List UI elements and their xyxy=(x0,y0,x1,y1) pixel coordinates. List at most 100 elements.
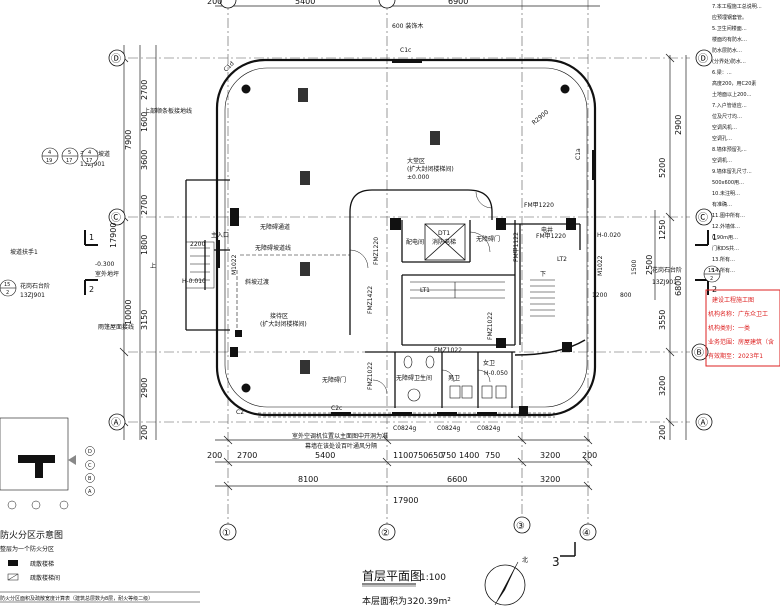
dt1-label: DT1 xyxy=(438,230,450,237)
fire-calc-table: 防火分区面积及疏散宽度计算表（建筑总层数为8层，耐火等级二级） xyxy=(0,595,153,602)
fm-d: FMZ1422 xyxy=(367,286,374,314)
fire-bubble-c: C xyxy=(88,463,92,469)
fire-bubble-a: A xyxy=(88,489,92,495)
fire-zone-subtitle: 整层为一个防火分区 xyxy=(0,545,54,553)
axis-bubbles xyxy=(108,0,713,541)
label-c2c: C2c xyxy=(331,405,342,412)
lt2-label: LT2 xyxy=(557,256,567,263)
left-dim-2: 3600 xyxy=(140,150,149,170)
fm-f: FMZ1022 xyxy=(487,312,494,340)
stamp-line-2: 机构名称：广东众卫工 xyxy=(708,310,768,318)
stamp-line-1: 建设工程施工图 xyxy=(712,296,754,304)
stamp-line-4: 业务范围：房屋建筑（含 xyxy=(708,338,774,346)
plan-title: 首层平面图 xyxy=(362,569,422,583)
top-dim-1: 200 xyxy=(207,0,222,6)
right-dim-1: 5200 xyxy=(658,158,667,178)
bubble-d-top: 15 xyxy=(4,282,10,288)
left-canopy-note: 雨篷屋面接线 xyxy=(98,323,134,331)
bottom-dim-k: 200 xyxy=(582,451,597,460)
right-dim-1500: 1500 xyxy=(631,260,638,275)
door-swings xyxy=(349,191,493,395)
lt1-label: LT1 xyxy=(420,287,430,294)
right-dim-6: 3550 xyxy=(658,310,667,330)
left-dim-4: 2700 xyxy=(140,195,149,215)
north-label: 北 xyxy=(522,556,528,564)
left-13j-1: 13ZJ901 xyxy=(80,161,105,168)
hall-left-ramp-line: 无障碍坡道线 xyxy=(255,244,291,252)
fire-zone-diagram xyxy=(0,417,200,603)
note-line: 防水层防水… xyxy=(712,47,742,54)
note-line: 土地面以上200… xyxy=(712,91,752,98)
exterior-openings xyxy=(217,60,595,415)
right-dim-7: 3200 xyxy=(658,376,667,396)
section-1-right: 1 xyxy=(712,233,717,242)
axis-label-row-d-right: Ⓓ xyxy=(698,53,708,65)
left-dim-11: 200 xyxy=(140,425,149,440)
bottom-dim-h: 1400 xyxy=(459,451,479,460)
toilet-a: 无障碍卫生间 xyxy=(396,374,432,382)
left-upper-note: 上部顺条板接地线 xyxy=(144,107,192,115)
bubble-b-bottom: 17 xyxy=(66,158,72,164)
axis-label-row-c: Ⓒ xyxy=(111,212,121,224)
bubble-a-bottom: 19 xyxy=(46,158,52,164)
note-line: 13.所有… xyxy=(712,256,735,263)
north-arrow-icon xyxy=(484,561,526,606)
note-line: 门和DS共… xyxy=(712,245,739,252)
acc-door-b: 无障碍门 xyxy=(322,376,346,384)
label-r-arc: R2900 xyxy=(531,109,551,127)
fm-1220-top: FM甲1220 xyxy=(524,202,554,209)
toilet-c: 女卫 xyxy=(483,359,495,367)
axis-label-row-d: Ⓓ xyxy=(111,53,121,65)
note-line: 空调风机… xyxy=(712,124,737,131)
axis-label-col-2: ② xyxy=(381,528,390,539)
note-line: 12.外墙体… xyxy=(712,223,740,230)
detail-bubbles xyxy=(0,147,721,297)
axis-label-col-3: ③ xyxy=(516,521,525,532)
left-dim-6: 17900 xyxy=(109,223,118,248)
h4: -0.300 xyxy=(95,261,115,268)
note-line: 高度200，用C20素 xyxy=(712,80,756,87)
interior-column-markers xyxy=(298,88,440,374)
fire-bubble-b: B xyxy=(88,476,92,482)
toilet-fixtures xyxy=(403,355,507,402)
bottom-dim-j: 3200 xyxy=(540,451,560,460)
bottom-dim-i: 750 xyxy=(485,451,500,460)
left-dim-8: 10000 xyxy=(124,300,133,325)
bottom-total: 17900 xyxy=(393,496,418,505)
left-dim-2200: 2200 xyxy=(190,241,205,248)
note-line: 500x600用… xyxy=(712,180,744,186)
approval-stamp xyxy=(705,289,780,367)
rail-label: 斜坡过渡 xyxy=(245,278,269,286)
note-line: 楼面均有防水… xyxy=(712,36,747,43)
fire-legend-1: 疏散楼梯 xyxy=(30,560,54,568)
page-number: 3 xyxy=(552,555,560,569)
stamp-line-5: 有效期至：2023年1 xyxy=(708,352,763,360)
axis-label-row-a: Ⓐ xyxy=(111,417,121,429)
bottom-dim-g: 750 xyxy=(441,451,456,460)
note-line: 5.卫生间楼面… xyxy=(712,25,747,32)
note-line: 空调机… xyxy=(712,157,732,164)
columns xyxy=(230,84,576,415)
interior-walls xyxy=(185,179,586,408)
note-line: 位及尺寸均… xyxy=(712,113,742,120)
fm-b: FM甲1220 xyxy=(536,233,566,240)
left-dim-1: 2700 xyxy=(140,80,149,100)
label-c2: C2 xyxy=(236,409,244,416)
right-dim-800: 800 xyxy=(620,292,632,299)
left-dim-10: 2900 xyxy=(140,378,149,398)
m-a: M1022 xyxy=(597,255,604,276)
top-dim-3: 6900 xyxy=(448,0,468,6)
hall-top-elev: ±0.000 xyxy=(407,174,429,181)
note-line: 7.入户管道应… xyxy=(712,102,747,109)
bottom-dim-c: 5400 xyxy=(315,451,335,460)
top-wall-label: 600 装饰木 xyxy=(392,22,423,30)
left-dim-5: 7900 xyxy=(124,130,133,150)
fire-legend-2: 疏散楼梯间 xyxy=(30,574,60,582)
grid-lines xyxy=(128,0,690,525)
c0824-b: C0824g xyxy=(437,425,460,432)
fire-bubble-d: D xyxy=(88,449,92,455)
hall-bottom-name: 接待区 xyxy=(270,312,288,320)
right-dim-2: 2900 xyxy=(674,115,683,135)
note-line: 有准确… xyxy=(712,201,732,208)
right-dim-1200: 1200 xyxy=(592,292,607,299)
